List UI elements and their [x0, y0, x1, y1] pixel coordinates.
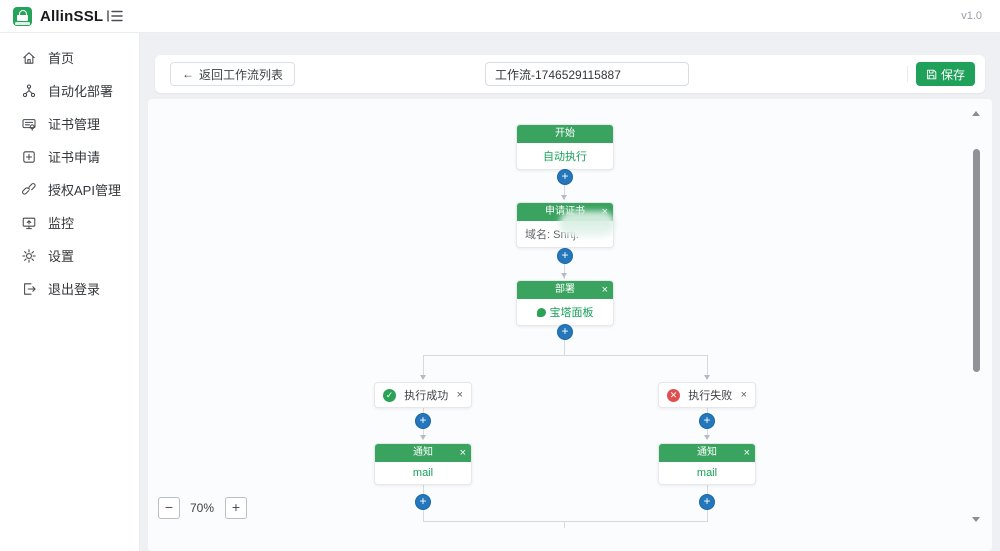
node-notify-left-title: 通知 [413, 447, 433, 458]
sidebar-item-label: 证书申请 [48, 150, 101, 165]
brand-logo: AllinSSL [13, 7, 103, 26]
monitor-icon [22, 217, 36, 229]
node-apply-cert[interactable]: 申请证书 × 域名: Snrtj. [516, 202, 615, 248]
workflow-name-input[interactable] [485, 62, 689, 86]
add-node-button[interactable]: + [557, 324, 573, 340]
back-arrow-icon: ← [182, 67, 194, 81]
sidebar-item-api-auth[interactable]: 授权API管理 [0, 173, 139, 206]
exec-fail-label: 执行失败 [688, 390, 733, 402]
sidebar-item-label: 首页 [48, 51, 75, 66]
sidebar-item-label: 证书管理 [48, 117, 101, 132]
connector-line [707, 355, 708, 377]
scrollbar-thumb[interactable] [973, 149, 980, 372]
sidebar-item-label: 退出登录 [48, 282, 101, 297]
node-deploy[interactable]: 部署 × 宝塔面板 [516, 280, 614, 326]
add-node-button[interactable]: + [557, 248, 573, 264]
add-node-button[interactable]: + [699, 413, 715, 429]
branch-split-line [423, 355, 708, 356]
workflow-canvas[interactable]: 开始 自动执行 + 申请证书 × 域名: Snrtj. + 部署 × 宝塔面板 … [148, 99, 992, 551]
api-auth-icon [22, 182, 36, 195]
node-notify-left-header: 通知 × [375, 444, 471, 462]
add-node-button[interactable]: + [699, 494, 715, 510]
add-node-button[interactable]: + [415, 413, 431, 429]
sidebar-item-cert-apply[interactable]: 证书申请 [0, 140, 139, 173]
sidebar-item-label: 监控 [48, 216, 75, 231]
certificate-icon [22, 118, 36, 131]
sidebar-item-label: 设置 [48, 249, 75, 264]
connector-arrow-icon [420, 375, 426, 380]
brand-title: AllinSSL [40, 8, 104, 25]
sidebar-item-auto-deploy[interactable]: 自动化部署 [0, 74, 139, 107]
node-notify-right-body: mail [696, 467, 718, 479]
connector-line [423, 355, 424, 377]
node-start-body: 自动执行 [543, 151, 587, 163]
connector-arrow-icon [420, 435, 426, 440]
node-notify-right-close-icon[interactable]: × [743, 447, 750, 459]
deploy-icon [22, 83, 36, 97]
node-deploy-header: 部署 × [517, 281, 613, 299]
redacted-domain-blur [559, 211, 615, 237]
node-start-header: 开始 [517, 125, 613, 143]
back-to-workflow-list-button[interactable]: ← 返回工作流列表 [170, 62, 296, 86]
node-start[interactable]: 开始 自动执行 [516, 124, 614, 170]
sidebar-item-label: 自动化部署 [48, 84, 114, 99]
connector-arrow-icon [704, 375, 710, 380]
node-notify-right[interactable]: 通知 × mail [658, 443, 756, 485]
node-notify-right-header: 通知 × [659, 444, 755, 462]
fail-cross-icon: ✕ [667, 388, 680, 402]
collapse-sidebar-icon[interactable] [106, 8, 124, 24]
exec-success-label: 执行成功 [404, 390, 449, 402]
save-icon [927, 69, 937, 79]
sidebar-item-home[interactable]: 首页 [0, 41, 139, 74]
connector-arrow-icon [704, 435, 710, 440]
toolbar-divider [907, 66, 908, 82]
sidebar: 首页 自动化部署 证书管理 证书申请 授权API管理 监控 设置 退出登录 [0, 33, 140, 551]
node-exec-fail[interactable]: ✕ 执行失败 × [658, 382, 756, 408]
connector-line [564, 521, 565, 528]
settings-icon [22, 248, 36, 263]
app-version: v1.0 [961, 10, 982, 22]
node-notify-right-title: 通知 [697, 447, 717, 458]
sidebar-item-cert-manage[interactable]: 证书管理 [0, 107, 139, 140]
node-deploy-title: 部署 [555, 284, 575, 295]
exec-fail-close-icon[interactable]: × [740, 389, 747, 401]
node-deploy-close-icon[interactable]: × [601, 284, 608, 296]
save-button-label: 保存 [941, 67, 966, 82]
sidebar-item-logout[interactable]: 退出登录 [0, 272, 139, 305]
baota-panel-icon [536, 308, 546, 317]
exec-success-close-icon[interactable]: × [456, 389, 463, 401]
connector-arrow-icon [561, 273, 567, 278]
zoom-out-button[interactable]: − [158, 497, 180, 519]
logout-icon [24, 282, 36, 295]
node-notify-left-body: mail [412, 467, 434, 479]
sidebar-item-settings[interactable]: 设置 [0, 239, 139, 272]
connector-arrow-icon [561, 195, 567, 200]
node-exec-success[interactable]: ✓ 执行成功 × [374, 382, 472, 408]
sidebar-item-monitor[interactable]: 监控 [0, 206, 139, 239]
add-node-button[interactable]: + [557, 169, 573, 185]
branch-merge-line [423, 521, 708, 522]
scrollbar-up-icon[interactable] [972, 111, 980, 116]
node-notify-left[interactable]: 通知 × mail [374, 443, 472, 485]
back-button-label: 返回工作流列表 [199, 67, 284, 82]
zoom-in-button[interactable]: + [225, 497, 247, 519]
save-button[interactable]: 保存 [916, 62, 976, 86]
workflow-toolbar: ← 返回工作流列表 保存 [155, 55, 985, 93]
scrollbar-down-icon[interactable] [972, 517, 980, 522]
sidebar-item-label: 授权API管理 [48, 183, 121, 198]
top-header: AllinSSL v1.0 [0, 0, 1000, 33]
lock-logo-icon [13, 7, 32, 26]
node-deploy-body: 宝塔面板 [517, 299, 613, 325]
home-icon [23, 51, 35, 64]
zoom-level: 70% [190, 501, 215, 515]
node-deploy-target: 宝塔面板 [549, 307, 594, 319]
success-check-icon: ✓ [383, 388, 396, 402]
apply-cert-icon [23, 150, 35, 163]
add-node-button[interactable]: + [415, 494, 431, 510]
node-notify-left-close-icon[interactable]: × [459, 447, 466, 459]
